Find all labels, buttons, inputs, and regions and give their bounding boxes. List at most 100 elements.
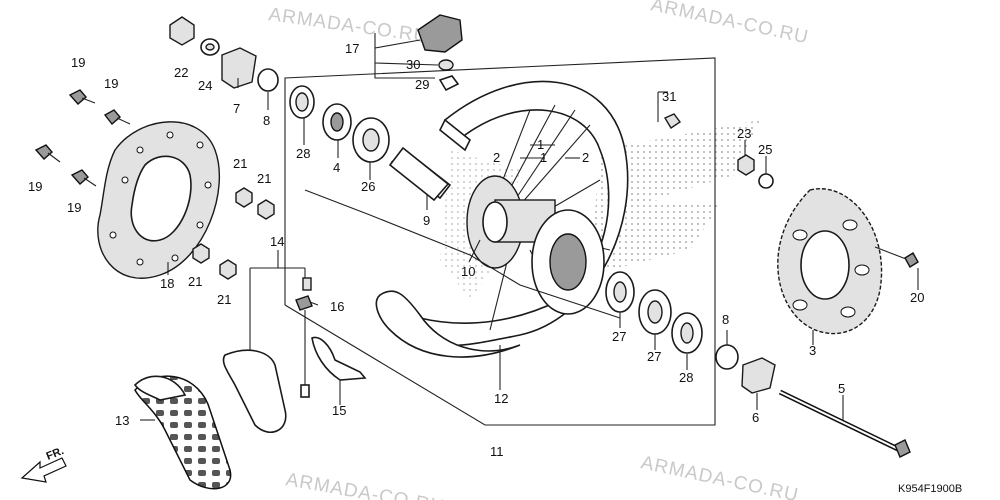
diagram-code: K954F1900B (898, 483, 962, 495)
callout-30: 30 (406, 57, 420, 72)
callout-9: 9 (423, 213, 430, 228)
hub (466, 175, 605, 315)
sprocket-center (800, 230, 850, 300)
axle-5-head (894, 439, 911, 458)
rim-end (438, 118, 472, 152)
callout-23: 23 (737, 126, 751, 141)
callout-21c: 21 (188, 274, 202, 289)
rim (375, 80, 629, 358)
callout-12: 12 (494, 391, 508, 406)
callout-19b: 19 (104, 76, 118, 91)
nut-21-d (219, 259, 237, 280)
hub-bore (482, 201, 508, 243)
tire-13 (134, 375, 232, 490)
callout-27b: 27 (647, 349, 661, 364)
callout-11: 11 (490, 444, 504, 459)
chain-guide-group (417, 14, 463, 92)
sprocket (777, 188, 883, 335)
watermark-bottom-right: ARMADA-CO.RU (639, 452, 801, 500)
callout-8b: 8 (722, 312, 729, 327)
spacer-9 (388, 146, 450, 202)
callout-21a: 21 (233, 156, 247, 171)
tire (133, 375, 232, 490)
callout-19c: 19 (28, 179, 42, 194)
hub-center (549, 233, 587, 291)
callout-1b: 1 (540, 150, 547, 165)
bolt-19-d (70, 169, 97, 187)
nut-21-a (235, 187, 253, 208)
chain-guide-17 (417, 14, 463, 53)
washer-25 (758, 173, 774, 189)
wheel-assembly-outline (284, 57, 716, 426)
watermark-bottom-left: ARMADA-CO.RU (284, 469, 446, 500)
bolt-19-a (68, 89, 96, 105)
callout-14: 14 (270, 234, 284, 249)
nut-22 (169, 16, 195, 46)
callout-19d: 19 (67, 200, 81, 215)
bolt-19-b (103, 109, 131, 126)
adjuster-6 (741, 357, 776, 394)
callout-26: 26 (361, 179, 375, 194)
wing-logo-background (590, 120, 760, 275)
nut-23 (737, 154, 755, 176)
brake-disc (97, 121, 220, 279)
axle-spacer (388, 146, 452, 202)
valve-cap (302, 277, 312, 291)
callout-22: 22 (174, 65, 188, 80)
callout-10: 10 (461, 264, 475, 279)
callout-21d: 21 (217, 292, 231, 307)
callout-29: 29 (415, 77, 429, 92)
callout-labels: 1 1 2 2 3 4 5 6 7 8 8 9 10 11 12 13 14 1… (28, 41, 924, 459)
callout-28b: 28 (679, 370, 693, 385)
collar-8-lower (715, 344, 739, 370)
callout-4: 4 (333, 160, 340, 175)
callout-15: 15 (332, 403, 346, 418)
callout-27a: 27 (612, 329, 626, 344)
tube-group (222, 267, 367, 434)
brake-disc-center (130, 155, 192, 242)
nut-21-c (192, 243, 210, 264)
nut-29 (438, 75, 460, 92)
front-arrow-icon (20, 457, 67, 483)
callout-5: 5 (838, 381, 845, 396)
front-direction-indicator: FR. (20, 445, 67, 483)
washer-30 (438, 59, 454, 71)
inner-tube-14 (222, 349, 287, 434)
valve-nut-16 (295, 295, 313, 311)
upper-hub-parts (289, 85, 390, 163)
callout-7: 7 (233, 101, 240, 116)
callout-24: 24 (198, 78, 212, 93)
callout-17: 17 (345, 41, 359, 56)
bolt-20-head (904, 252, 919, 268)
axle-hardware (715, 344, 911, 458)
callout-8a: 8 (263, 113, 270, 128)
callout-2a: 2 (493, 150, 500, 165)
watermark-top-right: ARMADA-CO.RU (649, 0, 811, 48)
callout-2b: 2 (582, 150, 589, 165)
callout-25: 25 (758, 142, 772, 157)
bolt-19-c (34, 144, 61, 163)
top-left-parts (169, 16, 279, 92)
callout-21b: 21 (257, 171, 271, 186)
lower-hub-parts (605, 271, 703, 354)
rim-band-15 (311, 336, 367, 381)
callout-3: 3 (809, 343, 816, 358)
adjuster-7 (221, 47, 257, 89)
leader-lines (140, 33, 919, 421)
disc-bolts (34, 89, 131, 187)
disc-nuts (192, 187, 275, 280)
collar-8-upper (257, 68, 279, 92)
clip-31-group (657, 91, 682, 129)
callout-19a: 19 (71, 55, 85, 70)
sprocket-hardware (737, 154, 919, 268)
clip-31 (663, 113, 682, 129)
callout-1a: 1 (537, 137, 544, 152)
callout-28a: 28 (296, 146, 310, 161)
callout-16: 16 (330, 299, 344, 314)
nut-21-b (257, 199, 275, 220)
callout-18: 18 (160, 276, 174, 291)
callout-31: 31 (662, 89, 676, 104)
callout-20: 20 (910, 290, 924, 305)
